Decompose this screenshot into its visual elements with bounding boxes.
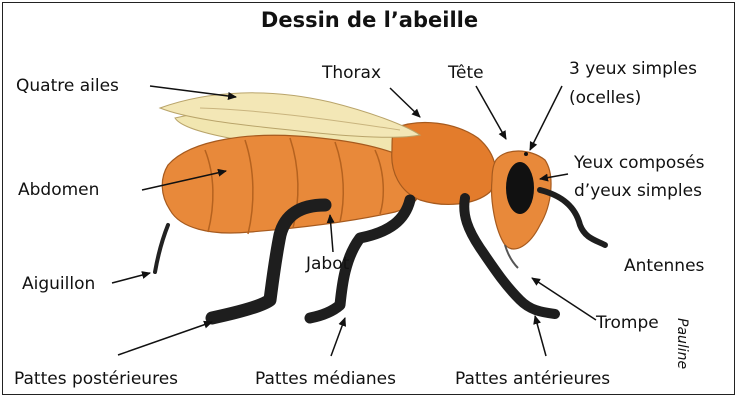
label-aiguillon: Aiguillon xyxy=(22,274,95,294)
label-yeux-composes-2: d’yeux simples xyxy=(574,181,702,201)
label-pattes-posterieures: Pattes postérieures xyxy=(14,369,178,389)
compound-eye xyxy=(506,162,534,214)
label-thorax: Thorax xyxy=(322,63,381,83)
label-jabot: Jabot xyxy=(306,254,349,274)
artist-signature: Pauline xyxy=(674,318,690,369)
label-abdomen: Abdomen xyxy=(18,180,99,200)
label-trompe: Trompe xyxy=(596,313,659,333)
label-ocelles: (ocelles) xyxy=(569,88,641,108)
label-tete: Tête xyxy=(448,63,484,83)
label-pattes-anterieures: Pattes antérieures xyxy=(455,369,610,389)
label-yeux-simples: 3 yeux simples xyxy=(569,59,697,79)
label-yeux-composes-1: Yeux composés xyxy=(574,153,705,173)
label-quatre-ailes: Quatre ailes xyxy=(16,76,119,96)
stinger xyxy=(155,225,168,272)
label-antennes: Antennes xyxy=(624,256,704,276)
label-pattes-medianes: Pattes médianes xyxy=(255,369,396,389)
